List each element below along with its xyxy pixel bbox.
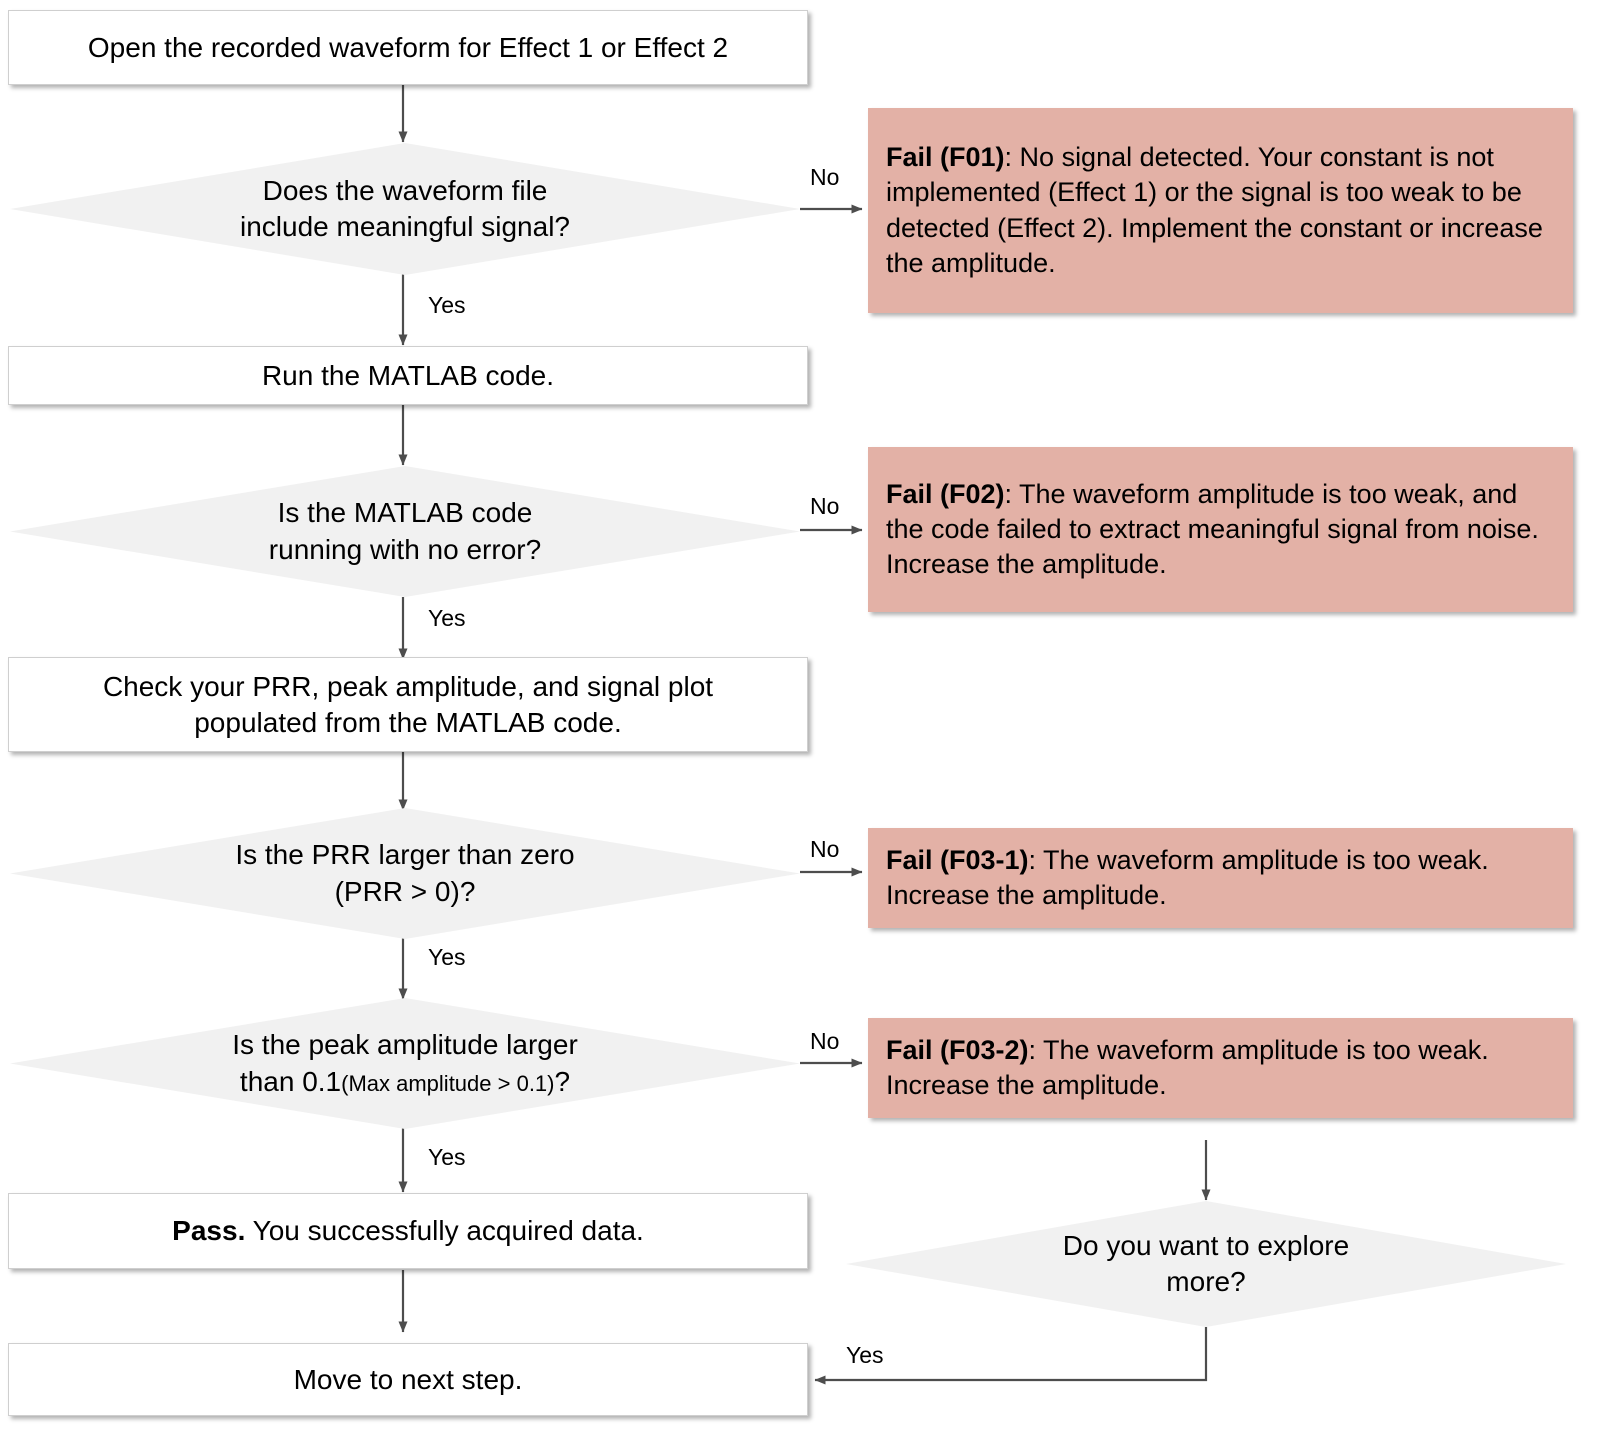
decision-line-2-tail: ? (554, 1065, 571, 1097)
decision-peak-amplitude-label: Is the peak amplitude larger than 0.1(Ma… (89, 1027, 721, 1100)
node-move-next-step-text: Move to next step. (293, 1363, 523, 1395)
decision-prr-greater-zero-label: Is the PRR larger than zero (PRR > 0)? (121, 837, 690, 910)
fail-f01-body: No signal detected. Your constant is not… (886, 142, 1543, 278)
fail-box-f03-2-text: Fail (F03-2): The waveform amplitude is … (886, 1033, 1557, 1103)
decision-line-2-small: (Max amplitude > 0.1) (341, 1070, 555, 1096)
decision-line-1: Is the peak amplitude larger (232, 1029, 578, 1061)
fail-box-f01[interactable]: Fail (F01): No signal detected. Your con… (868, 108, 1573, 313)
fail-box-f02[interactable]: Fail (F02): The waveform amplitude is to… (868, 447, 1573, 612)
diamond-shape (10, 808, 800, 939)
fail-f02-separator: : (1004, 478, 1020, 509)
fail-f03-1-body: The waveform amplitude is too weak. Incr… (886, 844, 1489, 910)
decision-line-2: include meaningful signal? (239, 211, 570, 242)
node-pass-label: Pass. (172, 1215, 246, 1247)
diamond-shape (10, 998, 800, 1129)
node-check-prr-text: Check your PRR, peak amplitude, and sign… (103, 669, 713, 740)
edge-label-d5-yes: Yes (846, 1342, 884, 1368)
fail-box-f03-1-text: Fail (F03-1): The waveform amplitude is … (886, 843, 1557, 913)
decision-line-1: Is the MATLAB code (277, 497, 533, 529)
edge-label-d4-yes: Yes (428, 1144, 466, 1170)
node-pass[interactable]: Pass. You successfully acquired data. (8, 1193, 808, 1269)
node-check-prr-line-2: populated from the MATLAB code. (194, 706, 622, 738)
decision-line-1: Is the PRR larger than zero (235, 839, 575, 871)
node-check-prr-line-1: Check your PRR, peak amplitude, and sign… (102, 671, 714, 703)
fail-f01-separator: : (1004, 142, 1020, 173)
fail-f03-1-separator: : (1028, 844, 1044, 875)
decision-matlab-no-error-label: Is the MATLAB code running with no error… (121, 495, 690, 568)
fail-f02-label: Fail (F02) (886, 478, 1005, 509)
node-pass-text: Pass. You successfully acquired data. (172, 1213, 644, 1248)
node-move-next-step[interactable]: Move to next step. (8, 1343, 808, 1416)
fail-f01-label: Fail (F01) (886, 142, 1005, 173)
decision-explore-more-label: Do you want to explore more? (947, 1228, 1465, 1301)
edge-label-d3-no: No (810, 836, 840, 862)
fail-box-f01-text: Fail (F01): No signal detected. Your con… (886, 140, 1557, 280)
decision-line-2: more? (1166, 1266, 1246, 1297)
fail-box-f02-text: Fail (F02): The waveform amplitude is to… (886, 477, 1557, 582)
node-run-matlab-text: Run the MATLAB code. (261, 359, 555, 391)
decision-line-1: Does the waveform file (262, 174, 548, 206)
fail-box-f03-1[interactable]: Fail (F03-1): The waveform amplitude is … (868, 828, 1573, 928)
decision-meaningful-signal[interactable]: Does the waveform file include meaningfu… (10, 143, 800, 275)
decision-peak-amplitude[interactable]: Is the peak amplitude larger than 0.1(Ma… (10, 998, 800, 1129)
node-check-prr[interactable]: Check your PRR, peak amplitude, and sign… (8, 657, 808, 752)
decision-line-2: than 0.1(Max amplitude > 0.1)? (89, 1064, 721, 1100)
fail-f03-2-separator: : (1028, 1034, 1044, 1065)
decision-line-2: (PRR > 0)? (334, 875, 476, 907)
diamond-shape (10, 143, 800, 275)
diamond-shape (846, 1201, 1566, 1327)
fail-f03-2-body: The waveform amplitude is too weak. Incr… (886, 1034, 1489, 1100)
fail-box-f03-2[interactable]: Fail (F03-2): The waveform amplitude is … (868, 1018, 1573, 1118)
node-open-waveform-text: Open the recorded waveform for Effect 1 … (87, 31, 729, 63)
decision-line-2-main: than 0.1 (239, 1065, 342, 1097)
edge-label-d1-no: No (810, 164, 840, 190)
fail-f03-2-label: Fail (F03-2) (886, 1034, 1029, 1065)
edge-label-d4-no: No (810, 1028, 840, 1054)
decision-meaningful-signal-label: Does the waveform file include meaningfu… (121, 173, 690, 246)
decision-prr-greater-zero[interactable]: Is the PRR larger than zero (PRR > 0)? (10, 808, 800, 939)
edge-label-d1-yes: Yes (428, 292, 466, 318)
edge-label-d3-yes: Yes (428, 944, 466, 970)
decision-explore-more[interactable]: Do you want to explore more? (846, 1201, 1566, 1327)
decision-line-2: running with no error? (268, 533, 542, 565)
diamond-shape (10, 466, 800, 597)
edge-label-d2-yes: Yes (428, 605, 466, 631)
node-open-waveform[interactable]: Open the recorded waveform for Effect 1 … (8, 10, 808, 85)
decision-matlab-no-error[interactable]: Is the MATLAB code running with no error… (10, 466, 800, 597)
node-run-matlab[interactable]: Run the MATLAB code. (8, 346, 808, 405)
node-pass-body: You successfully acquired data. (245, 1215, 644, 1247)
fail-f03-1-label: Fail (F03-1) (886, 844, 1029, 875)
fail-f02-body: The waveform amplitude is too weak, and … (886, 478, 1539, 580)
edge-label-d2-no: No (810, 493, 840, 519)
decision-line-1: Do you want to explore (1062, 1229, 1350, 1261)
